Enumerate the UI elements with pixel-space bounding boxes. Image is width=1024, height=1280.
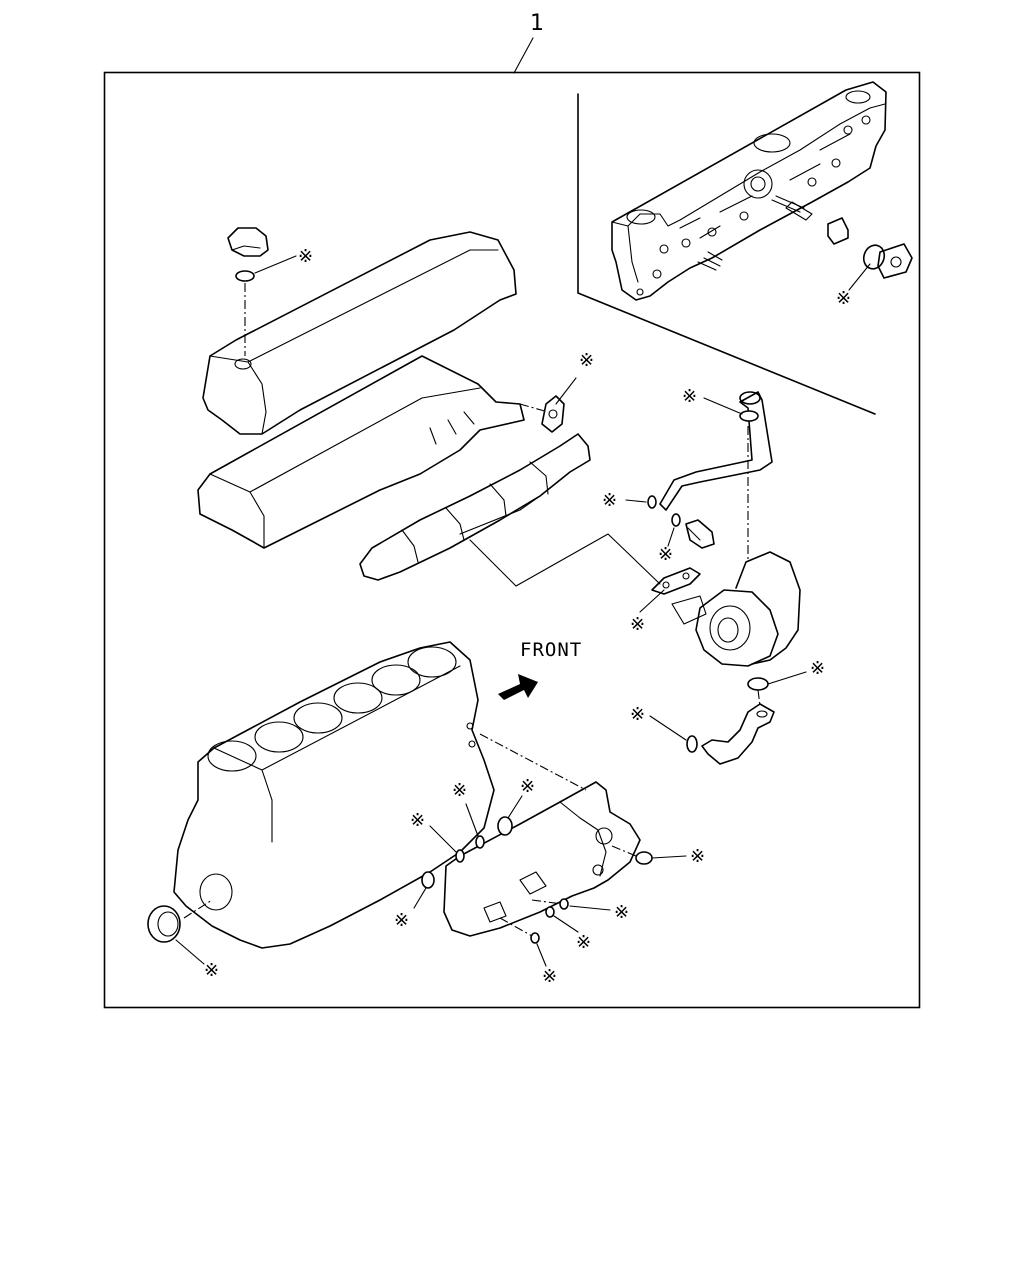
leader-line (767, 671, 807, 685)
kit-marker-turbo-gasket: ※ (630, 614, 645, 635)
leader-line (553, 915, 579, 933)
kit-marker-feed-washer: ※ (682, 386, 697, 407)
kit-marker-oil-seal: ※ (204, 960, 219, 981)
kit-marker-return-lower: ※ (630, 704, 645, 725)
oil-cooler-o-ring-2 (475, 835, 485, 849)
oil-cooler-o-ring-6 (559, 898, 569, 910)
kit-marker-cooler-8: ※ (542, 966, 557, 987)
oil-cooler-o-ring-8 (530, 932, 540, 944)
oil-return-pipe (701, 703, 775, 765)
oil-feed-upper-washer (739, 410, 759, 422)
leader-line (625, 499, 647, 503)
dash-line (519, 403, 549, 413)
kit-marker-filler-ring: ※ (298, 246, 313, 267)
oil-cooler-o-ring-1 (455, 849, 465, 863)
kit-marker-bolt-washer: ※ (658, 544, 673, 565)
leader-line (555, 377, 577, 405)
oil-cooler-o-ring-4 (421, 871, 435, 889)
cylinder-head (197, 355, 525, 549)
exhaust-manifold-gasket-upper (541, 395, 565, 433)
kit-marker-cooler-6: ※ (614, 902, 629, 923)
oil-filler-cap (227, 227, 269, 257)
inset-panel-border (577, 93, 876, 415)
inset-stud (697, 251, 723, 271)
front-oil-seal (147, 905, 181, 943)
kit-frame (103, 71, 921, 1009)
dash-line (611, 845, 637, 857)
turbo-inlet-gasket (651, 567, 701, 595)
inset-spacer (827, 217, 849, 245)
leader-line (413, 887, 427, 909)
intake-manifold-inset (611, 81, 913, 301)
kit-marker-cooler-1: ※ (410, 810, 425, 831)
kit-marker-cooler-4: ※ (394, 910, 409, 931)
kit-marker-inset-ring: ※ (836, 288, 851, 309)
leader-line (254, 255, 297, 274)
kit-marker-cooler-5: ※ (690, 846, 705, 867)
leader-line (848, 263, 871, 291)
kit-marker-head-gasket: ※ (579, 350, 594, 371)
leader-line (651, 855, 687, 859)
exhaust-manifold (359, 433, 591, 581)
manifold-to-turbo-leader (469, 533, 661, 587)
oil-cooler-o-ring-3 (497, 816, 513, 836)
turbocharger (671, 551, 801, 667)
kit-marker-cooler-3: ※ (520, 776, 535, 797)
leader-line (175, 939, 205, 965)
item-number-label: 1 (530, 11, 544, 36)
inset-gasket (877, 243, 913, 279)
leader-line (536, 943, 547, 967)
item-number-leader (513, 37, 534, 74)
oil-return-lower-ring (686, 735, 698, 753)
eye-bolt-washer (647, 495, 657, 509)
oil-cooler-housing (443, 781, 641, 937)
bolt-washer (671, 513, 681, 527)
valve-cover (202, 231, 517, 435)
dash-line (479, 733, 587, 791)
leader-line (429, 825, 457, 853)
leader-line (649, 715, 687, 741)
leader-line (465, 803, 479, 837)
kit-marker-cooler-7: ※ (576, 932, 591, 953)
leader-line (667, 527, 675, 547)
front-direction-label: FRONT (520, 639, 582, 661)
inset-o-ring (862, 244, 886, 270)
oil-cooler-o-ring-7 (545, 906, 555, 918)
kit-marker-eye-washer: ※ (602, 490, 617, 511)
dash-line (183, 899, 213, 919)
kit-marker-cooler-2: ※ (452, 780, 467, 801)
oil-return-upper-ring (747, 677, 769, 691)
oil-feed-pipe (659, 391, 773, 511)
kit-marker-return-upper: ※ (810, 658, 825, 679)
cylinder-block (173, 641, 495, 949)
leader-line (507, 795, 523, 819)
banjo-bolt (685, 519, 715, 549)
leader-line (703, 397, 743, 415)
oil-filler-o-ring (235, 270, 255, 282)
dash-line (531, 899, 563, 905)
leader-line (569, 905, 611, 911)
dash-line (499, 917, 533, 937)
oil-cooler-o-ring-5 (635, 851, 653, 865)
leader-line (639, 589, 665, 613)
front-direction-arrow-icon (498, 674, 538, 700)
